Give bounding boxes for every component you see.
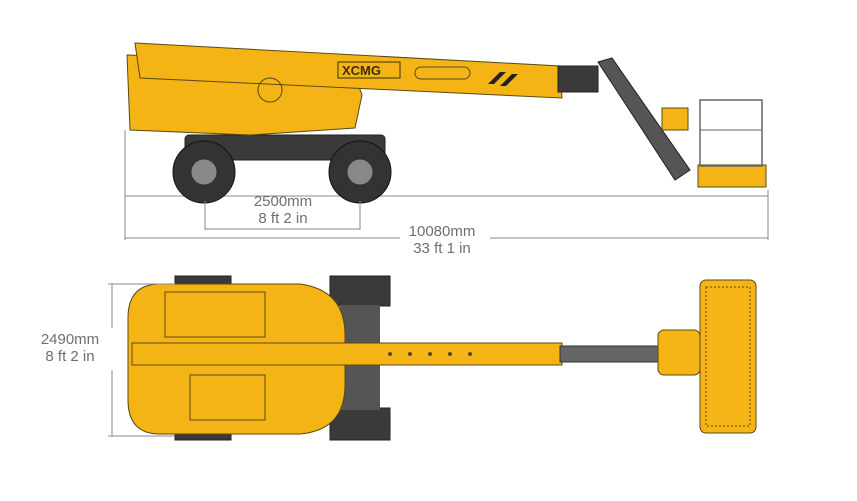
width-imperial: 8 ft 2 in [45,348,94,365]
boom-pivot [257,77,283,103]
rear-wheel [172,140,236,204]
wheelbase-dimension: 2500mm 8 ft 2 in [204,193,361,230]
width-dimension: 2490mm 8 ft 2 in [41,283,175,437]
front-wheel [328,140,392,204]
platform-floor [697,164,767,188]
tire-bottom-right [329,407,391,441]
platform-railing [699,99,763,167]
boom-slot [414,66,471,80]
tire-top-right [329,275,391,307]
length-imperial: 33 ft 1 in [413,240,471,257]
control-box [661,107,689,131]
side-view: XCMG 2500mm 8 ft 2 in [124,42,769,257]
rotator [657,329,701,376]
boom-head [557,65,599,93]
jib-arm [597,57,691,181]
boom-holes [388,352,472,356]
main-boom [134,42,563,99]
top-view: 2490mm 8 ft 2 in [41,275,757,441]
jib-top [559,345,661,363]
overall-length-dimension: 10080mm 33 ft 1 in [124,130,769,257]
platform-grid [705,286,751,427]
boom-stripes [488,72,518,86]
brand-logo-text: XCMG [342,63,381,78]
hydraulic-compartment [189,374,266,421]
platform-top [699,279,757,434]
engine-compartment [164,291,266,338]
wheelbase-metric: 2500mm [254,193,312,210]
wheelbase-imperial: 8 ft 2 in [258,210,307,227]
width-metric: 2490mm [41,331,99,348]
brand-logo [337,61,401,79]
boom-top [131,342,563,366]
length-metric: 10080mm [409,223,476,240]
